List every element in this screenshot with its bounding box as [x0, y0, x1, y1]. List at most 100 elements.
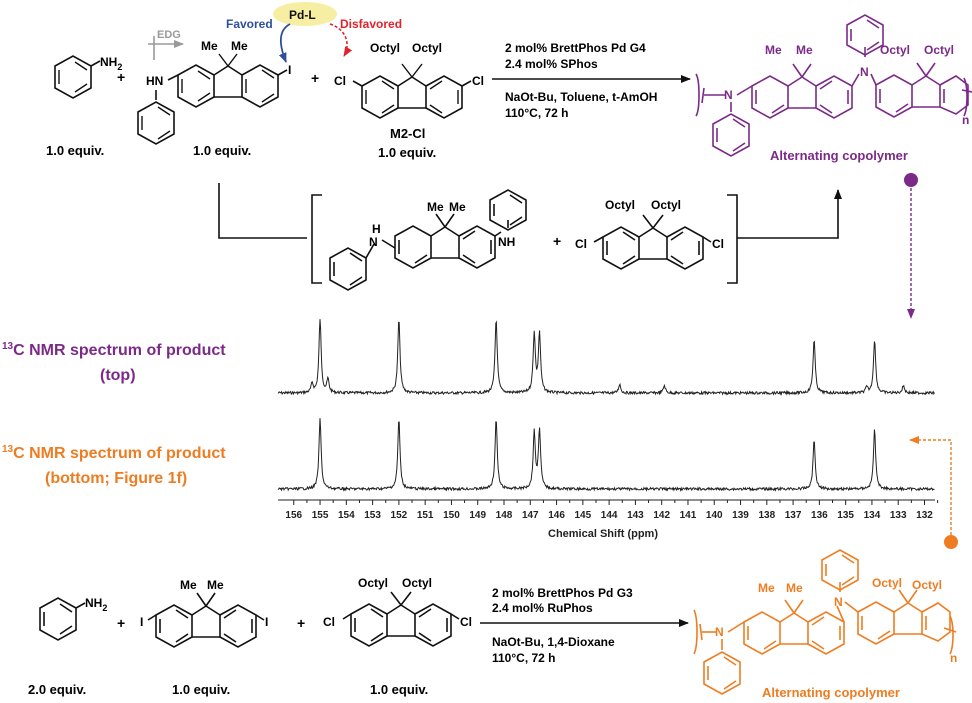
pd-ligand-label: Pd-L	[289, 8, 316, 22]
nmr-axis-tick-label: 139	[732, 510, 749, 521]
edg-label: EDG	[157, 29, 181, 41]
monomer-equiv-top: 1.0 equiv.	[193, 143, 251, 158]
intermediate-bracket-row: N H NH Me Me + Octyl Octyl Cl Cl	[218, 183, 842, 291]
nmr-axis-tick-label: 150	[443, 510, 460, 521]
nmr-axis-tick-label: 137	[785, 510, 802, 521]
polymer-octyl-label: Octyl	[872, 576, 902, 590]
aniline-equiv-top: 1.0 equiv.	[46, 143, 104, 158]
nmr-axis-tick-label: 149	[469, 510, 486, 521]
purple-dot-marker	[904, 173, 918, 187]
nmr-axis-tick-label: 142	[653, 510, 670, 521]
disfavored-arrow	[329, 23, 353, 57]
dichloro-fluorene-bottom	[342, 591, 460, 647]
polymer-methyl-label: Me	[758, 581, 775, 595]
nmr-axis-tick-label: 156	[285, 510, 302, 521]
nmr-axis-tick-label: 143	[627, 510, 644, 521]
amine-n-label: N	[369, 235, 378, 249]
methyl-label: Me	[449, 200, 466, 214]
aniline-bottom	[39, 597, 86, 641]
bottom-condition-3: NaOt-Bu, 1,4-Dioxane	[492, 635, 615, 649]
top-polymer-product	[695, 14, 972, 157]
favored-label: Favored	[226, 17, 273, 31]
methyl-label: Me	[427, 200, 444, 214]
left-bracket	[311, 194, 322, 284]
nmr-spectrum-bottom-line	[277, 418, 935, 492]
nmr-top-subtitle: (top)	[100, 367, 136, 384]
methyl-label: Me	[201, 39, 218, 53]
nmr-x-axis-label: Chemical Shift (ppm)	[548, 528, 658, 540]
chlorine-label: Cl	[575, 237, 587, 251]
bottom-condition-4: 110°C, 72 h	[492, 651, 556, 665]
nmr-axis-tick-label: 134	[864, 510, 881, 521]
polymer-octyl-label: Octyl	[880, 43, 910, 57]
methyl-label: Me	[231, 39, 248, 53]
nmr-axis-tick-label: 133	[890, 510, 907, 521]
m2-cl-label: M2-Cl	[390, 126, 425, 141]
favored-arrow	[278, 23, 291, 63]
nmr-axis-tick-label: 136	[811, 510, 828, 521]
dichloro-equiv: 1.0 equiv.	[370, 682, 428, 697]
m2-cl-equiv: 1.0 equiv.	[378, 145, 436, 160]
plus-sign: +	[117, 69, 125, 85]
nmr-axis-tick-label: 140	[706, 510, 723, 521]
polymer-methyl-label: Me	[786, 581, 803, 595]
nmr-axis-tick-label: 152	[391, 510, 408, 521]
nmr-bottom-subtitle: (bottom; Figure 1f)	[45, 470, 187, 487]
octyl-label: Octyl	[402, 576, 432, 590]
nmr-axis-tick-label: 145	[575, 510, 592, 521]
iodine-label: I	[140, 615, 143, 629]
diiodo-fluorene	[147, 592, 265, 648]
bottom-reaction: NH2 2.0 equiv. + Me Me I I 1.0 equiv. +	[28, 549, 957, 700]
aniline-amine-label: NH2	[100, 55, 122, 72]
iodine-label: I	[265, 615, 268, 629]
polymer-nitrogen-label: N	[724, 88, 733, 102]
bottom-condition-1: 2 mol% BrettPhos Pd G3	[492, 586, 633, 600]
disfavored-label: Disfavored	[340, 17, 402, 31]
nmr-spectrum-top-line	[277, 319, 935, 396]
nmr-axis-tick-label: 146	[548, 510, 565, 521]
right-bracket	[727, 194, 738, 284]
iodo-fluorene-monomer: Me Me I HN EDG	[137, 29, 291, 145]
nmr-section: 13C NMR spectrum of product (top) 13C NM…	[2, 319, 958, 549]
top-reaction: NH2 1.0 equiv. + Me Me I	[46, 2, 972, 319]
amine-nh-label: NH	[498, 235, 515, 249]
octyl-label: Octyl	[605, 198, 635, 212]
chlorine-label: Cl	[472, 74, 484, 88]
chlorine-label: Cl	[334, 74, 346, 88]
diamine-fluorene	[329, 189, 527, 291]
orange-dot-marker	[944, 535, 958, 549]
polymer-nitrogen-label: N	[715, 625, 724, 639]
plus-sign: +	[311, 70, 319, 86]
plus-sign: +	[117, 615, 125, 631]
nmr-axis-tick-label: 147	[522, 510, 539, 521]
polymer-repeat-n: n	[962, 113, 969, 127]
diiodo-equiv: 1.0 equiv.	[172, 682, 230, 697]
polymer-nitrogen-label: N	[860, 65, 869, 79]
plus-sign: +	[297, 615, 305, 631]
pd-catalyst-bubble	[273, 2, 337, 26]
top-condition-3: NaOt-Bu, Toluene, t-AmOH	[505, 90, 657, 104]
octyl-label: Octyl	[358, 576, 388, 590]
aniline-equiv-bottom: 2.0 equiv.	[28, 682, 86, 697]
methyl-label: Me	[180, 578, 197, 592]
amine-h-label: H	[372, 222, 381, 236]
nmr-axis-tick-label: 141	[680, 510, 697, 521]
nmr-axis-tick-label: 154	[338, 510, 355, 521]
polymer-nitrogen-label: N	[834, 595, 843, 609]
chlorine-label: Cl	[323, 615, 335, 629]
octyl-label: Octyl	[412, 41, 442, 55]
m2-cl-monomer: Octyl Octyl Cl Cl	[334, 41, 484, 119]
nmr-axis-tick-label: 135	[837, 510, 854, 521]
nmr-axis-tick-label: 138	[758, 510, 775, 521]
aniline-amine-label: NH2	[85, 596, 107, 613]
polymer-repeat-n: n	[950, 651, 957, 665]
chlorine-label: Cl	[712, 237, 724, 251]
nmr-axis-tick-label: 153	[364, 510, 381, 521]
iodine-label: I	[288, 63, 291, 77]
nmr-axis-tick-label: 155	[312, 510, 329, 521]
dichloro-fluorene-mid	[593, 214, 712, 270]
octyl-label: Octyl	[651, 198, 681, 212]
top-condition-1: 2 mol% BrettPhos Pd G4	[505, 41, 646, 55]
